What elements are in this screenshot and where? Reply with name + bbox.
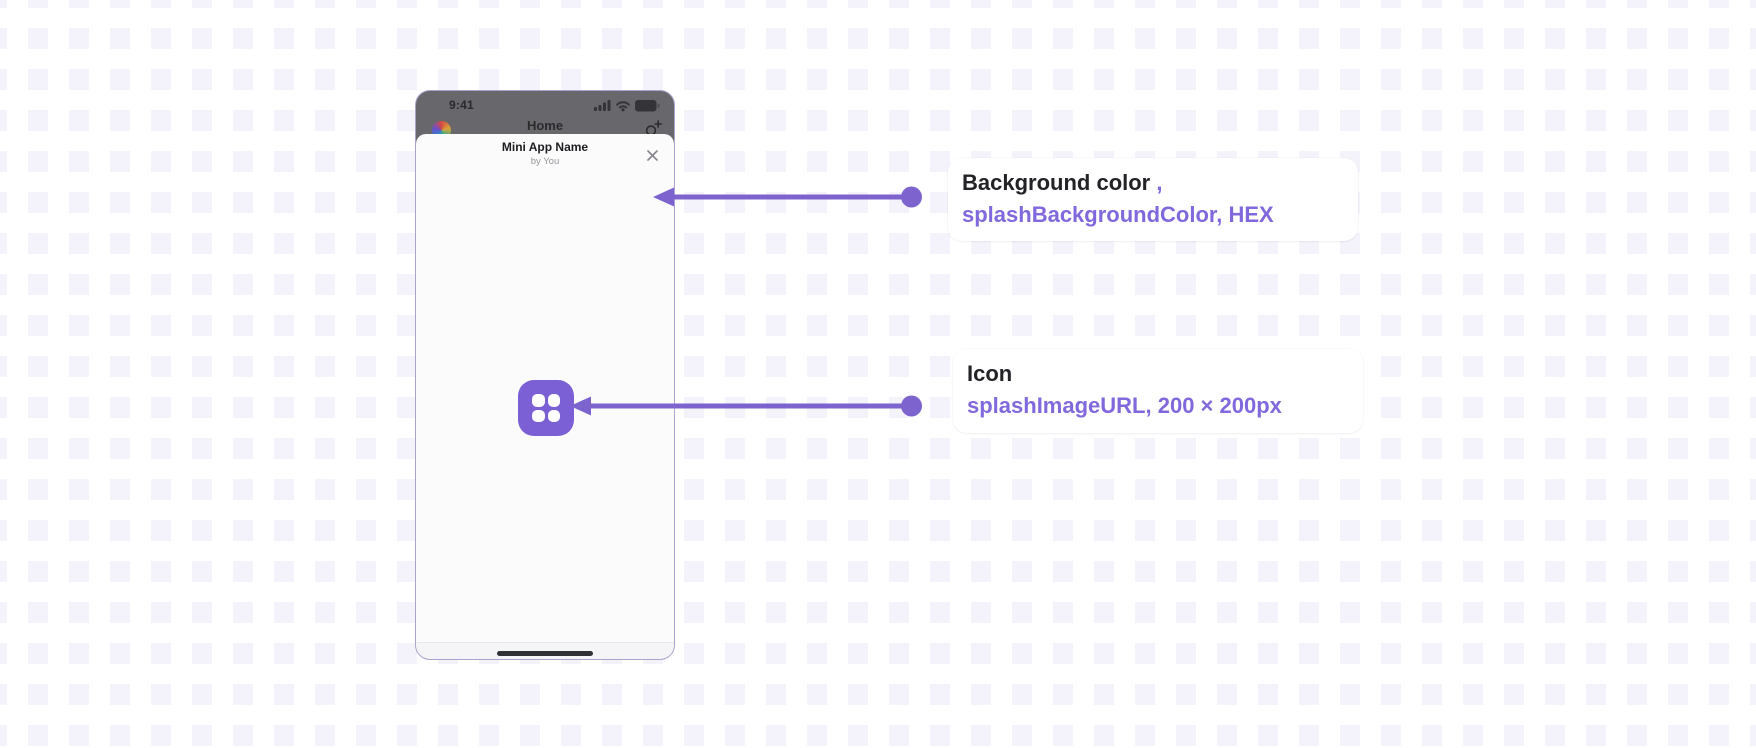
wifi-icon xyxy=(616,101,630,112)
splash-app-icon xyxy=(518,380,574,436)
callout-label-suffix: , xyxy=(1150,170,1163,195)
mini-app-sheet: Mini App Name by You xyxy=(416,134,674,659)
battery-icon xyxy=(635,100,660,112)
icon-callout: Icon splashImageURL, 200 × 200px xyxy=(953,349,1363,433)
phone-mockup: 9:41 Home xyxy=(415,90,675,660)
icon-arrow-icon xyxy=(570,395,922,417)
status-time: 9:41 xyxy=(449,98,474,112)
background-color-arrow-icon xyxy=(653,186,922,208)
close-icon[interactable] xyxy=(643,146,661,164)
callout-label: Background color xyxy=(962,170,1151,195)
background-color-callout: Background color , splashBackgroundColor… xyxy=(948,158,1358,241)
mini-app-byline: by You xyxy=(530,156,560,167)
status-bar: 9:41 xyxy=(416,91,674,119)
cellular-signal-icon xyxy=(594,100,611,112)
callout-label: Icon xyxy=(967,361,1013,386)
callout-value: splashImageURL, 200 × 200px xyxy=(967,393,1282,418)
grid-icon xyxy=(532,394,560,422)
native-page-header: Home xyxy=(416,91,674,140)
status-icons xyxy=(594,100,660,112)
sheet-bottom-bar xyxy=(416,642,674,659)
home-indicator xyxy=(497,651,593,656)
callout-value: splashBackgroundColor, HEX xyxy=(962,202,1274,227)
native-page-title: Home xyxy=(526,118,564,133)
mini-app-name: Mini App Name xyxy=(501,140,589,154)
